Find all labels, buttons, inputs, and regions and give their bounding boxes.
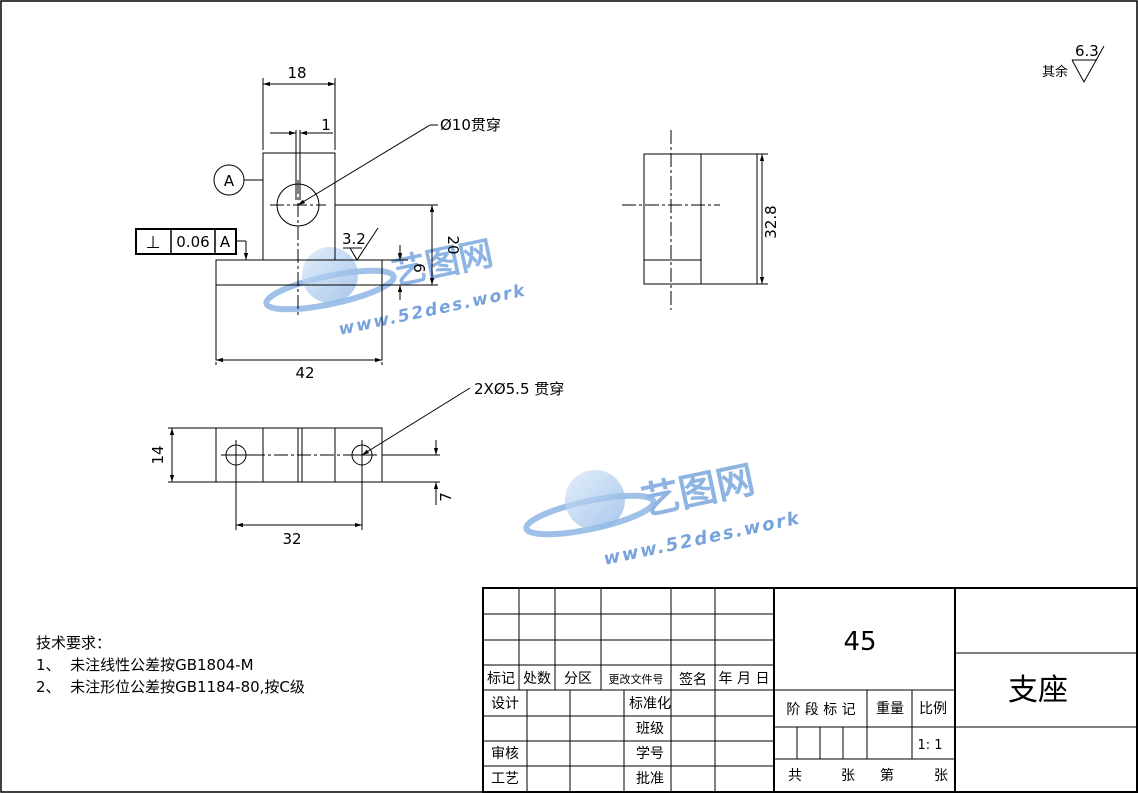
dim-hole-spacing: 32: [282, 530, 301, 548]
tb-zone: 分区: [564, 671, 592, 687]
tb-approve: 批准: [636, 771, 664, 787]
holes-note: 2XØ5.5 贯穿: [474, 380, 564, 398]
datum-a-label: A: [224, 172, 235, 190]
top-view: [168, 387, 471, 530]
side-view: [622, 130, 768, 310]
tb-process: 工艺: [491, 771, 519, 787]
hole-note: Ø10贯穿: [440, 116, 501, 134]
dim-plan-depth: 14: [149, 445, 167, 464]
tb-class: 班级: [636, 721, 664, 737]
tb-scale: 1: 1: [917, 738, 942, 753]
tb-sign: 签名: [679, 671, 707, 688]
dim-slot-width: 1: [321, 116, 331, 134]
dim-base-width: 42: [295, 364, 314, 382]
dim-hole-offset: 7: [437, 492, 455, 502]
tolerance-symbol: ⊥: [146, 233, 161, 253]
roughness-rest-label: 其余: [1042, 64, 1068, 80]
tb-docno: 更改文件号: [609, 672, 664, 686]
title-block: [482, 587, 1138, 793]
tb-weight: 重量: [876, 701, 904, 717]
tolerance-frame: ⊥ 0.06 A: [135, 228, 237, 255]
dim-height-20: 20: [444, 235, 462, 254]
technical-notes: 技术要求： 1、 未注线性公差按GB1804-M 2、 未注形位公差按GB118…: [36, 632, 305, 698]
tb-count: 处数: [523, 671, 551, 687]
dim-height-6: 6: [410, 263, 428, 273]
tb-standard: 标准化: [629, 696, 671, 712]
front-view: [213, 78, 438, 365]
tolerance-datum: A: [220, 233, 231, 251]
tb-material: 45: [843, 627, 876, 657]
notes-item-1: 1、 未注线性公差按GB1804-M: [36, 656, 254, 674]
tb-total: 共: [788, 768, 802, 784]
tb-student-no: 学号: [636, 746, 664, 762]
tb-scale-label: 比例: [919, 701, 947, 717]
tb-part-name: 支座: [1008, 673, 1068, 708]
tolerance-value: 0.06: [176, 233, 209, 251]
dim-top-width: 18: [287, 64, 306, 82]
tb-design: 设计: [491, 696, 519, 712]
watermark-url: www.52des.work: [337, 281, 528, 340]
tb-mark: 标记: [487, 671, 515, 687]
tb-date: 年 月 日: [719, 671, 770, 687]
tb-page: 第: [880, 767, 894, 784]
roughness-rest: 其余 6.3: [1042, 42, 1105, 84]
tb-stage: 阶 段 标 记: [786, 702, 855, 718]
watermark-1: 艺图网 www.52des.work: [263, 233, 528, 340]
watermark-logo: 艺图网: [638, 457, 759, 524]
roughness-local-value: 3.2: [342, 230, 366, 248]
tb-sheet2: 张: [934, 768, 948, 784]
tb-review: 审核: [491, 746, 519, 762]
roughness-rest-value: 6.3: [1075, 42, 1099, 60]
watermark-2: 艺图网 www.52des.work: [523, 457, 803, 570]
notes-title: 技术要求：: [36, 634, 112, 652]
tb-sheet: 张: [841, 768, 855, 784]
notes-item-2: 2、 未注形位公差按GB1184-80,按C级: [36, 678, 305, 696]
dim-side-height: 32.8: [762, 205, 780, 238]
